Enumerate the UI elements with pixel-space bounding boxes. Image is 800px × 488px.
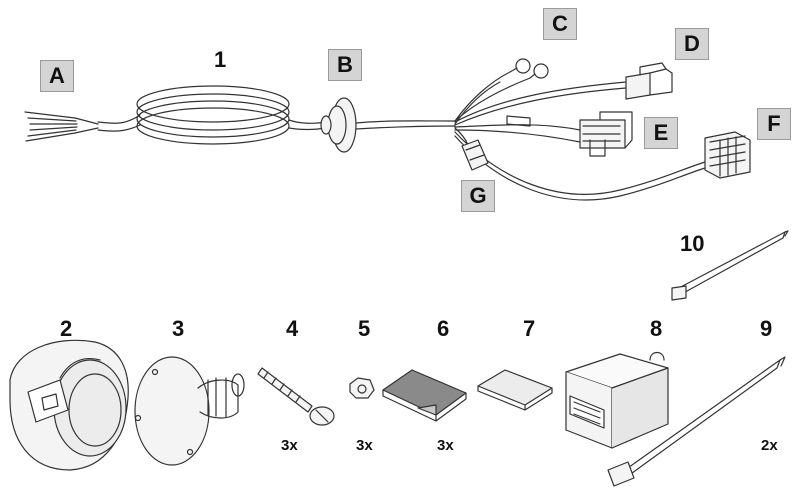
label-box-e: E: [644, 117, 678, 149]
connector-d: [454, 62, 673, 126]
wire-ends-a: [24, 111, 141, 142]
label-box-g: G: [461, 180, 495, 212]
quantity-5: 3x: [356, 437, 373, 454]
label-box-d: D: [675, 28, 709, 60]
connector-f: [454, 131, 751, 201]
socket: [9, 339, 129, 471]
ring-terminals-c: [454, 58, 549, 125]
plug-g: [454, 127, 489, 171]
gasket-plug: [134, 356, 245, 466]
part-number-4: 4: [286, 316, 299, 341]
part-number-1: 1: [214, 47, 227, 72]
label-box-c: C: [543, 8, 577, 40]
label-box-a: A: [40, 60, 74, 92]
part-number-5: 5: [358, 316, 371, 341]
cable-tie-small: [671, 230, 789, 301]
part-number-3: 3: [172, 316, 185, 341]
label-box-f: F: [757, 108, 791, 140]
connector-e: [454, 111, 633, 157]
nut: [349, 377, 375, 399]
control-module: [565, 351, 669, 449]
grommet-b: [320, 97, 357, 153]
quantity-6: 3x: [437, 437, 454, 454]
part-number-6: 6: [437, 316, 450, 341]
adhesive-pad: [382, 369, 467, 422]
quantity-4: 3x: [281, 437, 298, 454]
part-number-10: 10: [680, 231, 705, 256]
part-number-2: 2: [60, 316, 73, 341]
part-number-7: 7: [523, 316, 536, 341]
cable-coil: [136, 85, 326, 145]
bolt: [257, 367, 335, 426]
flat-pad: [477, 369, 553, 411]
cable-tie-large: [607, 356, 786, 487]
part-number-8: 8: [650, 316, 663, 341]
quantity-9: 2x: [761, 437, 778, 454]
part-number-9: 9: [760, 316, 773, 341]
label-box-b: B: [328, 49, 362, 81]
